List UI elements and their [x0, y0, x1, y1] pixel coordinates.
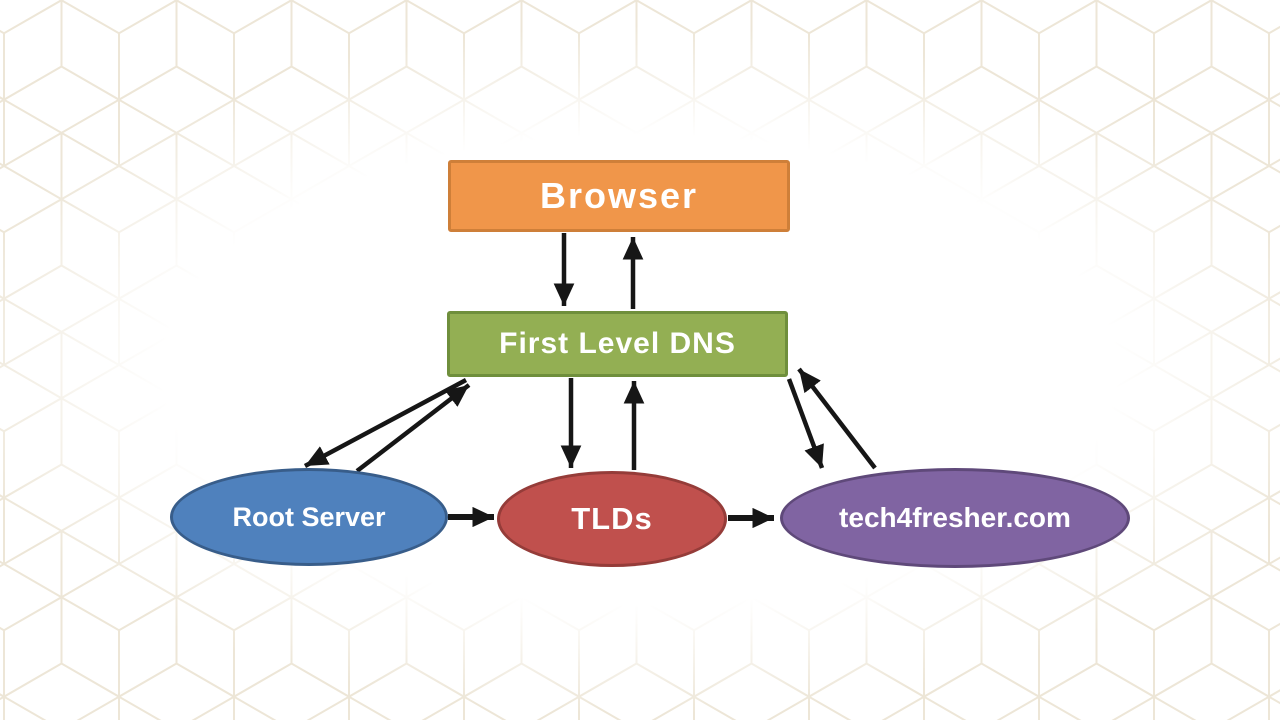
- arrow-root-to-dns: [355, 383, 471, 473]
- node-root-server: Root Server: [170, 468, 448, 566]
- node-root-server-label: Root Server: [232, 501, 386, 532]
- arrow-dns-to-root: [303, 378, 468, 468]
- node-browser-label: Browser: [539, 175, 699, 216]
- arrow-dns-to-domain: [786, 378, 825, 469]
- node-first-level-dns-label: First Level DNS: [499, 327, 736, 360]
- node-tlds: TLDs: [497, 471, 727, 567]
- arrow-domain-to-dns: [797, 367, 877, 470]
- node-tech4fresher-domain: tech4fresher.com: [780, 468, 1130, 568]
- node-browser: Browser: [448, 160, 790, 232]
- node-tlds-label: TLDs: [571, 501, 653, 536]
- node-tech4fresher-domain-label: tech4fresher.com: [839, 502, 1071, 533]
- node-first-level-dns: First Level DNS: [447, 311, 788, 377]
